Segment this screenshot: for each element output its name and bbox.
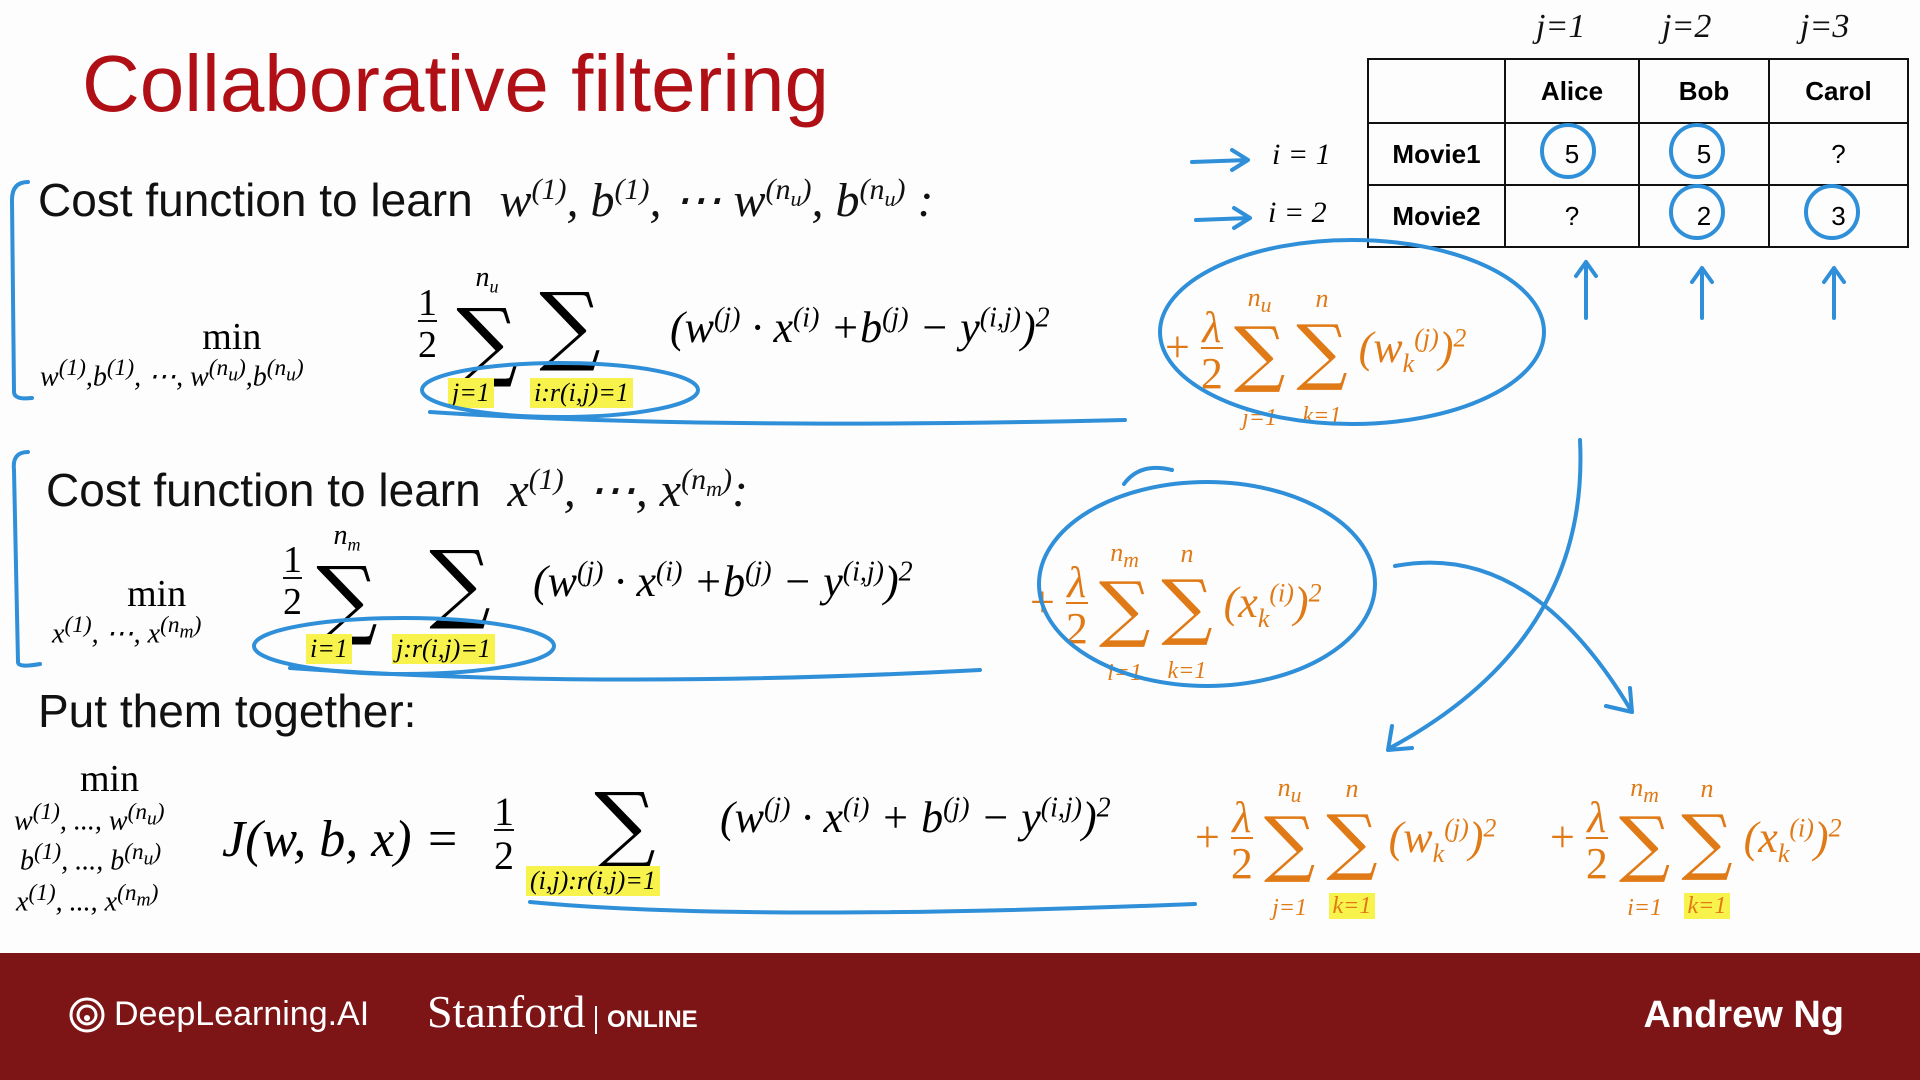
row-label-movie1: Movie1 [1367,122,1506,186]
tick-mark [1122,465,1174,486]
section2-term: (w(j) · x(i) +b(j) − y(i,j))2 [533,556,913,606]
section1-heading: Cost function to learn w(1), b(1), ⋯ w(n… [38,172,933,228]
deeplearning-logo: DeepLearning.AI [68,995,369,1034]
deeplearning-logo-text: DeepLearning.AI [114,995,370,1033]
min-label: min [127,573,187,615]
curve-arrow-x [1393,560,1634,714]
sum-j: ∑ [429,533,491,633]
column-header-carol: Carol [1768,58,1909,124]
row-label-movie2: Movie2 [1367,184,1506,248]
ratings-table: Alice Bob Carol Movie1 5 5 ? Movie2 ? 2 … [1367,58,1909,248]
section1-heading-text: Cost function to learn [38,174,473,226]
sum-all-bottom: (i,j):r(i,j)=1 [526,866,660,896]
sum-i-bottom: i:r(i,j)=1 [530,378,633,408]
i-label-2: i = 2 [1268,196,1327,229]
section1-min: min w(1),b(1), ⋯, w(nu),b(nu) [40,315,304,393]
section2-min: min x(1), ⋯, x(nm) [52,572,201,650]
sum-j-bottom: j:r(i,j)=1 [392,634,495,664]
i-label-1: i = 1 [1272,138,1331,171]
table-row: Movie2 ? 2 3 [1367,184,1909,248]
bracket-section2 [11,450,42,668]
column-header-alice: Alice [1504,58,1640,124]
rating-cell: 3 [1768,184,1909,248]
underline-2 [288,666,982,682]
slide-title: Collaborative filtering [82,39,830,128]
rating-cell: ? [1504,184,1640,248]
sum-j-bottom: j=1 [448,378,494,408]
curve-arrow-w [1386,438,1583,752]
sum-j: nu ∑ [456,262,518,391]
rating-cell: 5 [1638,122,1770,186]
min-vars: x(1), ⋯, x(nm) [52,612,202,650]
sum-all: ∑ [594,775,656,875]
stanford-logo: Stanford [427,986,586,1037]
section1-heading-params: w(1), b(1), ⋯ w(nu), b(nu) : [499,173,934,227]
arrow-row-1 [1190,148,1250,172]
column-header-bob: Bob [1638,58,1770,124]
deeplearning-logo-icon [69,997,105,1032]
min-vars-x: x(1), ..., x(nm) [16,879,159,918]
bracket-section1 [10,180,34,401]
section2-heading-text: Cost function to learn [46,464,481,516]
sum-i: ∑ [539,275,601,375]
section2-heading-params: x(1), ⋯, x(nm): [507,463,748,517]
arrow-col-1 [1574,260,1598,320]
table-row: Movie1 5 5 ? [1367,122,1909,186]
arrow-col-2 [1690,266,1714,320]
underline-1 [428,410,1127,426]
arrow-col-3 [1822,266,1846,320]
rating-cell: ? [1768,122,1909,186]
min-label: min [202,316,262,358]
min-vars-b: b(1), ..., b(nu) [20,839,162,877]
j-label-1: j=1 [1536,8,1586,45]
section3-term: (w(j) · x(i) + b(j) − y(i,j))2 [720,792,1111,842]
rating-cell: 2 [1638,184,1770,248]
j-label-2: j=2 [1662,8,1712,45]
section3-heading: Put them together: [38,685,417,737]
sum-i: nm ∑ [316,520,378,649]
table-corner [1367,58,1506,124]
min-vars-w: w(1), ..., w(nu) [14,799,165,837]
min-label: min [80,758,140,800]
min-vars: w(1),b(1), ⋯, w(nu),b(nu) [40,355,304,393]
section2-heading: Cost function to learn x(1), ⋯, x(nm): [46,462,748,518]
arrow-row-2 [1194,206,1252,230]
footer-bar: DeepLearning.AI Stanford ONLINE Andrew N… [0,953,1920,1080]
author-name: Andrew Ng [1643,994,1844,1036]
j-label-3: j=3 [1800,8,1850,45]
rating-cell: 5 [1504,122,1640,186]
section3-min: min w(1), ..., w(nu) b(1), ..., b(nu) x(… [14,760,165,919]
objective-J: J(w, b, x) = [222,811,460,868]
section1-term: (w(j) · x(i) +b(j) − y(i,j))2 [670,302,1050,352]
sum-i-bottom: i=1 [306,634,352,664]
stanford-online-label: ONLINE [595,1006,698,1034]
underline-3 [528,900,1197,915]
